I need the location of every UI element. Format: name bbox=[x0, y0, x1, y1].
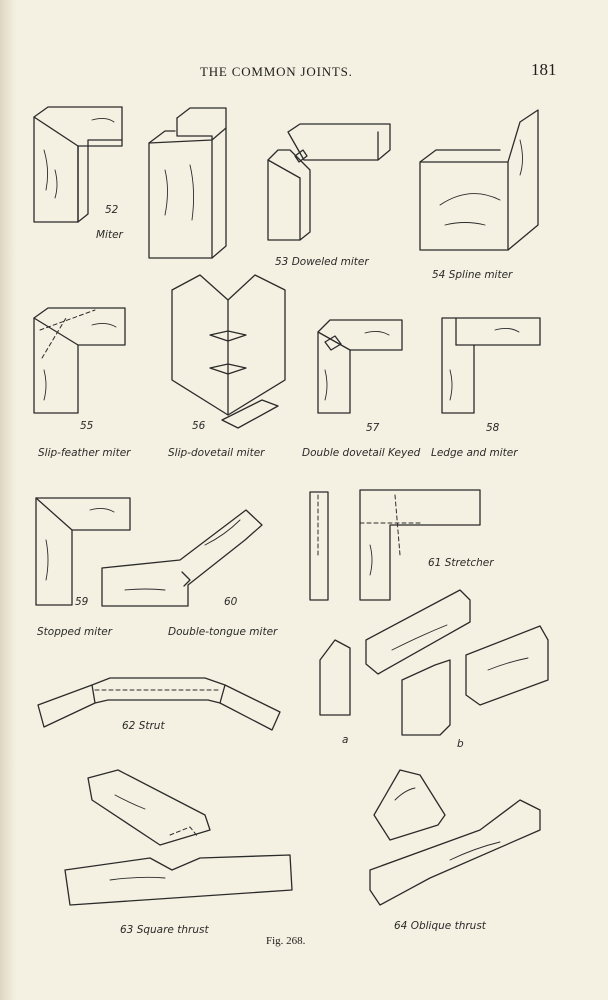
figure-number-56: 56 bbox=[192, 420, 206, 432]
drawing-64-oblique-thrust bbox=[369, 769, 541, 906]
figure-number-52: 52 bbox=[105, 204, 119, 216]
figure-caption: Fig. 268. bbox=[266, 935, 306, 947]
drawing-53-doweled-miter bbox=[267, 123, 391, 241]
label-double-dovetail-keyed: Double dovetail Keyed bbox=[302, 447, 421, 459]
label-miter: Miter bbox=[96, 229, 123, 241]
label-stopped-miter: Stopped miter bbox=[37, 626, 113, 638]
drawing-63-square-thrust bbox=[64, 769, 293, 906]
drawing-52-block bbox=[148, 107, 227, 259]
page-number: 181 bbox=[531, 60, 557, 79]
figure-number-57: 57 bbox=[366, 422, 380, 434]
figure-number-55: 55 bbox=[80, 420, 94, 432]
page-edge-shadow bbox=[0, 0, 16, 1000]
label-slip-feather-miter: Slip-feather miter bbox=[38, 447, 131, 459]
drawing-60-double-tongue bbox=[101, 509, 263, 607]
label-strut: 62 Strut bbox=[122, 720, 165, 732]
label-part-b: b bbox=[457, 738, 464, 750]
drawing-59-stopped bbox=[35, 497, 131, 606]
drawing-62-strut bbox=[37, 677, 281, 731]
label-part-a: a bbox=[342, 734, 349, 746]
figure-number-60: 60 bbox=[224, 596, 238, 608]
figure-number-59: 59 bbox=[75, 596, 89, 608]
figure-number-58: 58 bbox=[486, 422, 500, 434]
running-head: THE COMMON JOINTS. bbox=[200, 64, 353, 79]
drawing-52-miter bbox=[33, 106, 123, 223]
label-spline-miter: 54 Spline miter bbox=[432, 269, 513, 281]
label-slip-dovetail-miter: Slip-dovetail miter bbox=[168, 447, 265, 459]
label-doweled-miter: 53 Doweled miter bbox=[275, 256, 369, 268]
label-ledge-and-miter: Ledge and miter bbox=[431, 447, 518, 459]
label-square-thrust: 63 Square thrust bbox=[120, 924, 209, 936]
drawing-57-keyed bbox=[317, 319, 403, 414]
drawing-54-spline-miter bbox=[419, 109, 539, 251]
drawing-56-slip-dovetail bbox=[171, 274, 286, 429]
drawing-55-slip-feather bbox=[33, 307, 126, 414]
label-oblique-thrust: 64 Oblique thrust bbox=[394, 920, 486, 932]
label-stretcher: 61 Stretcher bbox=[428, 557, 494, 569]
drawing-61-stretcher bbox=[309, 489, 481, 601]
drawing-58-ledge bbox=[441, 317, 541, 414]
drawing-61-parts bbox=[319, 589, 549, 736]
label-double-tongue-miter: Double-tongue miter bbox=[168, 626, 278, 638]
